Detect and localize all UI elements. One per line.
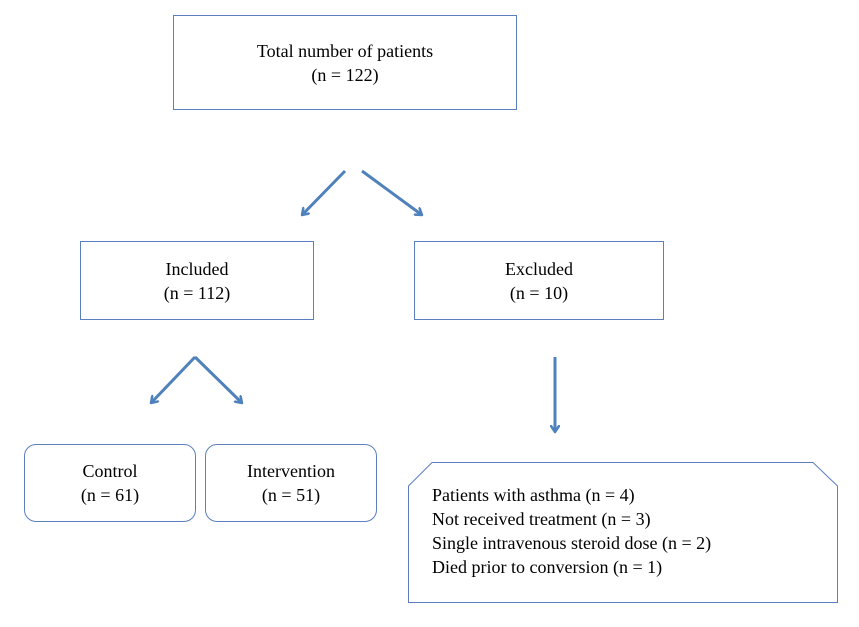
intervention-count: (n = 51) — [261, 485, 321, 505]
control-count: (n = 61) — [80, 485, 140, 505]
included-count: (n = 112) — [163, 282, 231, 303]
exclusion-reasons-shape — [408, 462, 838, 603]
exclusion-reasons-list: Patients with asthma (n = 4) Not receive… — [432, 483, 711, 579]
control-box: Control (n = 61) — [24, 444, 196, 522]
total-patients-count: (n = 122) — [311, 64, 379, 85]
included-box: Included (n = 112) — [80, 241, 314, 320]
control-title: Control — [82, 461, 138, 481]
exclusion-reasons-box: Patients with asthma (n = 4) Not receive… — [408, 462, 838, 603]
intervention-box: Intervention (n = 51) — [205, 444, 377, 522]
arrow-total-to-included — [302, 169, 347, 215]
total-patients-title: Total number of patients — [256, 40, 434, 61]
exclusion-reason: Patients with asthma (n = 4) — [432, 485, 635, 505]
exclusion-reason: Not received treatment (n = 3) — [432, 509, 651, 529]
arrow-included-to-intervention — [193, 355, 242, 403]
included-title: Included — [165, 258, 229, 279]
excluded-title: Excluded — [505, 258, 573, 279]
arrow-total-to-excluded — [361, 169, 422, 215]
excluded-box: Excluded (n = 10) — [414, 241, 664, 320]
arrow-included-to-control — [151, 355, 197, 403]
exclusion-reason: Single intravenous steroid dose (n = 2) — [432, 533, 712, 553]
excluded-count: (n = 10) — [509, 282, 569, 303]
intervention-title: Intervention — [247, 461, 335, 481]
exclusion-reason: Died prior to conversion (n = 1) — [432, 557, 663, 577]
total-patients-box: Total number of patients (n = 122) — [173, 15, 517, 110]
